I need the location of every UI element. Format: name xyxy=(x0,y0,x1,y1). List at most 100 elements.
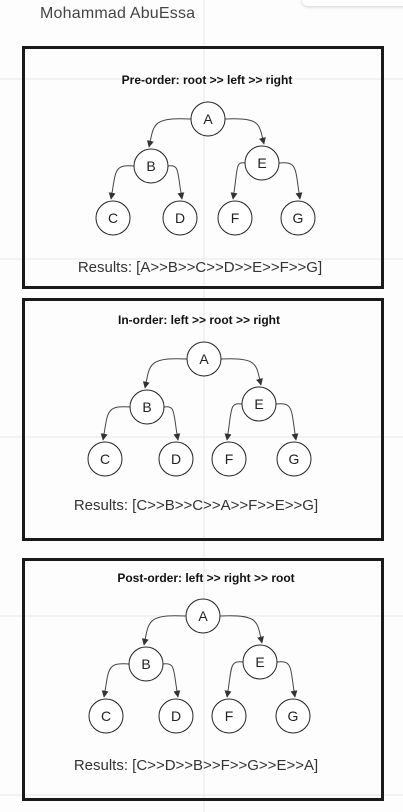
postorder-tree: Post-order: left >> right >> root A B E C D F… xyxy=(74,571,318,774)
node-circle xyxy=(242,644,278,680)
author-name: Mohammad AbuEssa xyxy=(40,5,196,22)
preorder-node-D[interactable]: D xyxy=(162,200,198,236)
postorder-node-G[interactable]: G xyxy=(275,698,311,734)
node-label: A xyxy=(199,351,209,367)
postorder-frame[interactable]: Post-order: left >> right >> root A B E C D F… xyxy=(22,558,384,801)
node-label: G xyxy=(293,210,304,226)
node-label: D xyxy=(171,708,181,724)
node-circle xyxy=(95,200,131,236)
node-label: F xyxy=(225,708,234,724)
postorder-node-C[interactable]: C xyxy=(88,698,124,734)
node-label: A xyxy=(203,111,213,127)
node-circle xyxy=(211,698,247,734)
postorder-edge-E-F xyxy=(224,661,244,698)
node-circle xyxy=(133,148,169,184)
node-circle xyxy=(190,101,226,137)
postorder-node-D[interactable]: D xyxy=(158,698,194,734)
node-circle xyxy=(211,441,247,477)
inorder-edge-E-G xyxy=(275,403,299,441)
postorder-title: Post-order: left >> right >> root xyxy=(117,571,294,585)
postorder-node-B[interactable]: B xyxy=(128,646,164,682)
node-circle xyxy=(275,698,311,734)
node-circle xyxy=(88,698,124,734)
inorder-node-A[interactable]: A xyxy=(186,341,222,377)
preorder-tree: Pre-order: root >> left >> right A B E C D F G… xyxy=(78,73,322,276)
node-label: C xyxy=(100,451,110,467)
inorder-edge-E-F xyxy=(224,403,243,441)
preorder-node-C[interactable]: C xyxy=(95,200,131,236)
inorder-node-E[interactable]: E xyxy=(241,386,277,422)
node-label: B xyxy=(146,158,155,174)
preorder-edge-B-D xyxy=(167,165,185,200)
node-label: D xyxy=(171,451,181,467)
node-circle xyxy=(280,200,316,236)
postorder-edges xyxy=(101,615,298,698)
preorder-title: Pre-order: root >> left >> right xyxy=(122,73,293,87)
node-circle xyxy=(217,200,253,236)
preorder-node-A[interactable]: A xyxy=(190,101,226,137)
node-circle xyxy=(129,389,165,425)
postorder-edge-A-E xyxy=(219,615,264,644)
inorder-edge-B-C xyxy=(100,406,131,441)
node-circle xyxy=(158,698,194,734)
inorder-edge-A-E xyxy=(220,358,263,386)
preorder-edges xyxy=(108,118,303,200)
preorder-node-B[interactable]: B xyxy=(133,148,169,184)
inorder-edge-A-B xyxy=(142,358,188,389)
postorder-edge-B-D xyxy=(162,663,181,698)
preorder-edge-E-G xyxy=(278,162,303,200)
node-circle xyxy=(87,441,123,477)
node-circle xyxy=(185,598,221,634)
node-label: G xyxy=(288,708,299,724)
node-circle xyxy=(128,646,164,682)
postorder-nodes: A B E C D F G xyxy=(88,598,311,734)
node-label: B xyxy=(142,399,151,415)
node-label: E xyxy=(254,396,263,412)
postorder-node-F[interactable]: F xyxy=(211,698,247,734)
inorder-node-B[interactable]: B xyxy=(129,389,165,425)
postorder-node-A[interactable]: A xyxy=(185,598,221,634)
postorder-node-E[interactable]: E xyxy=(242,644,278,680)
postorder-edge-A-B xyxy=(141,615,187,646)
node-label: G xyxy=(289,451,300,467)
preorder-node-E[interactable]: E xyxy=(244,145,280,181)
preorder-nodes: A B E C D F G xyxy=(95,101,316,236)
preorder-edge-E-F xyxy=(230,162,246,200)
node-circle xyxy=(162,200,198,236)
inorder-title: In-order: left >> root >> right xyxy=(118,313,280,327)
inorder-node-F[interactable]: F xyxy=(211,441,247,477)
preorder-frame[interactable]: Pre-order: root >> left >> right A B E C D F G… xyxy=(22,46,384,289)
preorder-edge-B-C xyxy=(108,165,135,200)
postorder-edge-E-G xyxy=(276,661,298,698)
inorder-result: Results: [C>>B>>C>>A>>F>>E>>G] xyxy=(74,497,318,514)
node-label: C xyxy=(108,210,118,226)
node-circle xyxy=(244,145,280,181)
postorder-result: Results: [C>>D>>B>>F>>G>>E>>A] xyxy=(74,757,318,774)
node-label: D xyxy=(175,210,185,226)
preorder-node-F[interactable]: F xyxy=(217,200,253,236)
node-label: E xyxy=(255,654,264,670)
inorder-node-D[interactable]: D xyxy=(158,441,194,477)
inorder-nodes: A B E C D F G xyxy=(87,341,312,477)
postorder-edge-B-C xyxy=(101,663,130,698)
inorder-edge-B-D xyxy=(163,406,181,441)
preorder-result: Results: [A>>B>>C>>D>>E>>F>>G] xyxy=(78,259,322,276)
node-label: F xyxy=(225,451,234,467)
node-label: E xyxy=(257,155,266,171)
node-circle xyxy=(241,386,277,422)
node-label: C xyxy=(101,708,111,724)
node-label: A xyxy=(198,608,208,624)
inorder-edges xyxy=(100,358,299,441)
node-circle xyxy=(186,341,222,377)
inorder-node-C[interactable]: C xyxy=(87,441,123,477)
preorder-node-G[interactable]: G xyxy=(280,200,316,236)
preorder-edge-A-B xyxy=(146,118,192,148)
inorder-node-G[interactable]: G xyxy=(276,441,312,477)
node-circle xyxy=(276,441,312,477)
preorder-edge-A-E xyxy=(224,118,266,145)
toolbar-panel xyxy=(302,0,403,6)
node-circle xyxy=(158,441,194,477)
